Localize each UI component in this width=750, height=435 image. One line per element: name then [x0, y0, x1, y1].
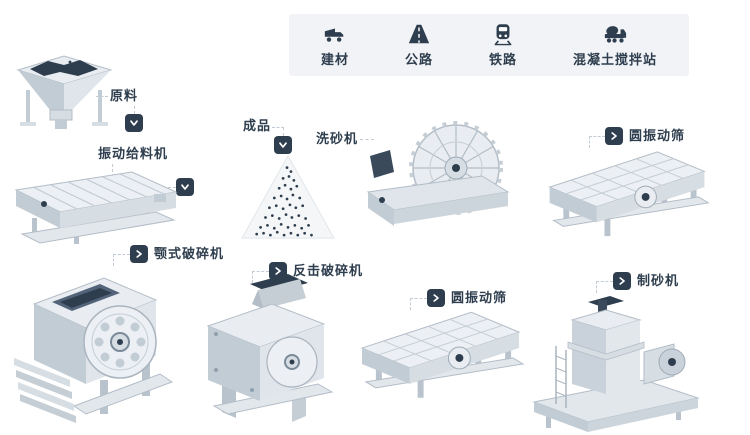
chevron-right-icon	[619, 277, 625, 285]
chevron-right-icon	[130, 120, 138, 126]
vibrating-feeder-label: 振动给料机	[98, 146, 169, 161]
connector-screen-top-v	[589, 136, 590, 148]
legend-label: 建材	[321, 52, 350, 67]
legend-item-railway: 铁路	[489, 22, 517, 68]
connector-product-h	[272, 127, 284, 128]
train-icon	[494, 24, 512, 46]
flow-badge-jaw-crusher	[130, 245, 148, 263]
chevron-right-icon	[136, 250, 142, 258]
legend-label: 铁路	[488, 52, 517, 67]
chevron-right-icon	[611, 132, 617, 140]
legend-item-building-materials: 建材	[321, 22, 349, 68]
legend-item-concrete-plant: 混凝土搅拌站	[573, 22, 657, 68]
flow-badge-raw-material	[125, 114, 143, 132]
legend-item-highway: 公路	[405, 22, 433, 68]
chevron-right-icon	[279, 142, 287, 148]
connector-jaw-h	[113, 254, 130, 255]
connector-sand-maker-h	[596, 281, 613, 282]
sand-washer-label: 洗砂机	[316, 131, 359, 146]
vibrating-screen-bottom-label: 圆振动筛	[451, 290, 508, 305]
flow-badge-sand-maker	[613, 272, 631, 290]
highway-road-icon	[408, 24, 430, 44]
legend-label: 公路	[404, 52, 433, 67]
sand-maker-label: 制砂机	[637, 273, 680, 288]
jaw-crusher-illustration	[8, 262, 176, 424]
raw-material-hopper-illustration	[12, 50, 117, 138]
application-legend: 建材 公路 铁路	[289, 14, 689, 76]
chevron-right-icon	[275, 267, 281, 275]
jaw-crusher-label: 颚式破碎机	[154, 246, 225, 261]
sand-washer-illustration	[364, 120, 512, 234]
chevron-right-icon	[181, 184, 189, 190]
connector-screen-bottom-h	[410, 298, 427, 299]
vibrating-feeder-illustration	[4, 160, 186, 252]
vibrating-screen-top-label: 圆振动筛	[629, 128, 686, 143]
impact-crusher-label: 反击破碎机	[293, 263, 364, 278]
legend-label: 混凝土搅拌站	[572, 52, 657, 67]
connector-screen-top-h	[589, 136, 605, 137]
sand-pile-illustration	[238, 152, 338, 242]
sand-maker-illustration	[526, 286, 708, 434]
flow-badge-screen-top	[605, 127, 623, 145]
connector-impact-h	[252, 271, 269, 272]
connector-jaw-v	[113, 254, 114, 266]
finished-product-label: 成品	[243, 118, 272, 133]
dump-truck-icon	[324, 28, 344, 42]
connector-sand-maker-v	[596, 281, 597, 293]
impact-crusher-illustration	[192, 274, 344, 424]
vibrating-screen-top-illustration	[540, 146, 715, 242]
connector-raw-material-2	[134, 106, 135, 114]
connector-screen-bottom-v	[410, 298, 411, 310]
connector-sand-washer	[360, 139, 374, 140]
concrete-mixer-truck-icon	[604, 26, 627, 43]
chevron-right-icon	[433, 294, 439, 302]
connector-raw-material	[96, 96, 108, 97]
connector-impact-v	[252, 271, 253, 283]
vibrating-screen-bottom-illustration	[354, 305, 528, 405]
connector-product-v	[283, 127, 284, 136]
flow-badge-finished-product	[274, 136, 292, 154]
raw-material-label: 原料	[110, 88, 139, 103]
flow-badge-vibrating-feeder	[176, 178, 194, 196]
flow-badge-screen-bottom	[427, 289, 445, 307]
